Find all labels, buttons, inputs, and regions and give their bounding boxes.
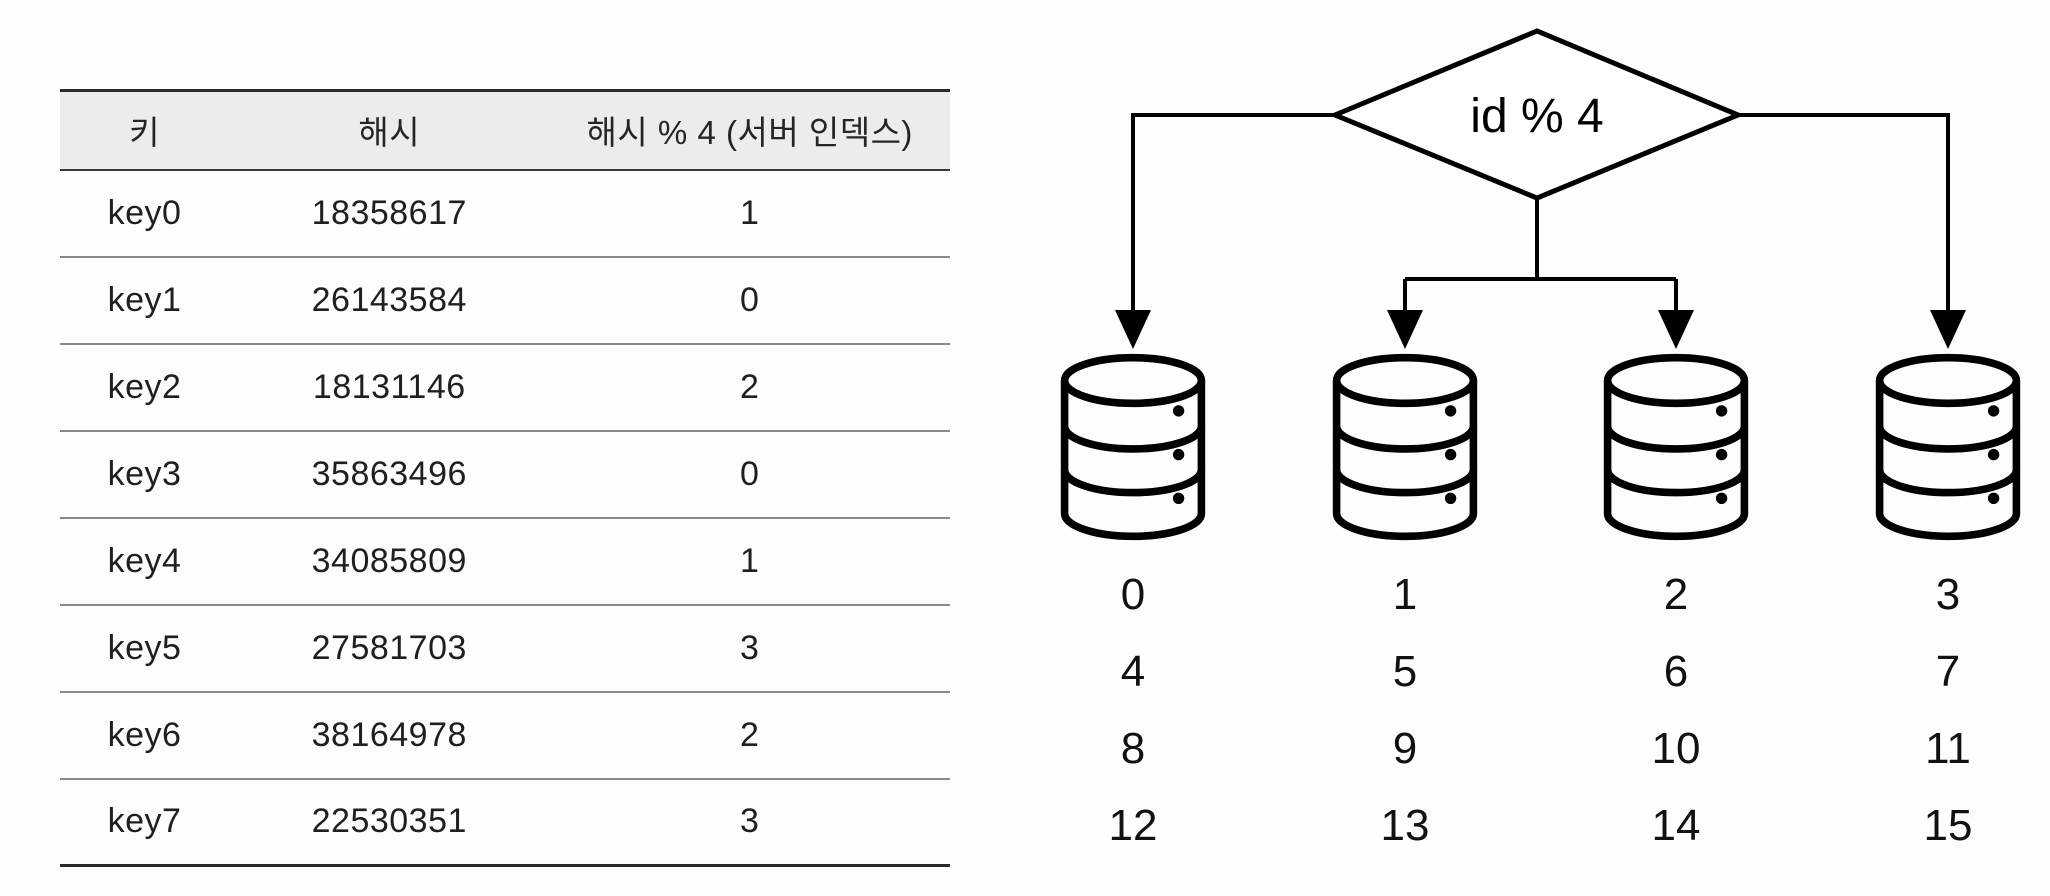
- col-header-hash: 해시: [229, 89, 550, 171]
- hash-cell: 38164978: [229, 691, 550, 780]
- table-row: key2 18131146 2: [60, 343, 950, 432]
- table-row: key6 38164978 2: [60, 691, 950, 780]
- id-value: 5: [1392, 647, 1418, 696]
- arrowhead-icon: [1930, 310, 1966, 349]
- id-value: 10: [1651, 724, 1701, 773]
- key-cell: key3: [60, 430, 230, 519]
- flow-diagram: id % 4: [1020, 28, 2050, 560]
- hash-cell: 35863496: [229, 430, 550, 519]
- database-icon: [1608, 358, 1745, 537]
- hash-cell: 22530351: [229, 778, 550, 867]
- database-icon: [1065, 358, 1202, 537]
- database-icon: [1337, 358, 1474, 537]
- hash-cell: 18131146: [229, 343, 550, 432]
- table-row: key0 18358617 1: [60, 169, 950, 258]
- key-cell: key1: [60, 256, 230, 345]
- arrowhead-icon: [1387, 310, 1423, 349]
- decision-label: id % 4: [1470, 90, 1603, 143]
- database-icon: [1880, 358, 2017, 537]
- server-3-id-list: 3 7 11 15: [1878, 556, 2018, 864]
- server-2-id-list: 2 6 10 14: [1606, 556, 1746, 864]
- table-row: key3 35863496 0: [60, 430, 950, 519]
- key-cell: key0: [60, 169, 230, 258]
- server-index-cell: 0: [549, 430, 950, 519]
- id-value: 14: [1651, 801, 1701, 850]
- server-0-id-list: 0 4 8 12: [1063, 556, 1203, 864]
- id-value: 15: [1923, 801, 1973, 850]
- col-header-server-index: 해시 % 4 (서버 인덱스): [549, 89, 950, 171]
- id-value: 0: [1120, 570, 1146, 619]
- id-value: 13: [1380, 801, 1430, 850]
- hash-cell: 26143584: [229, 256, 550, 345]
- key-cell: key4: [60, 517, 230, 606]
- server-index-cell: 3: [549, 778, 950, 867]
- connector-left: [1131, 113, 1335, 316]
- hash-cell: 27581703: [229, 604, 550, 693]
- server-index-cell: 1: [549, 517, 950, 606]
- server-index-cell: 0: [549, 256, 950, 345]
- key-cell: key2: [60, 343, 230, 432]
- server-index-cell: 2: [549, 691, 950, 780]
- hash-table-section: 키 해시 해시 % 4 (서버 인덱스) key0 18358617 1 key…: [60, 89, 950, 867]
- id-value: 12: [1108, 801, 1158, 850]
- connector-right: [1738, 113, 1950, 316]
- table-header-row: 키 해시 해시 % 4 (서버 인덱스): [60, 89, 950, 171]
- key-cell: key6: [60, 691, 230, 780]
- col-header-key: 키: [60, 89, 230, 171]
- id-value: 2: [1663, 570, 1689, 619]
- id-value: 3: [1935, 570, 1961, 619]
- key-cell: key5: [60, 604, 230, 693]
- id-value: 9: [1392, 724, 1418, 773]
- id-value: 11: [1925, 724, 1971, 773]
- hash-cell: 34085809: [229, 517, 550, 606]
- id-value: 6: [1663, 647, 1689, 696]
- server-index-cell: 3: [549, 604, 950, 693]
- server-index-cell: 2: [549, 343, 950, 432]
- key-cell: key7: [60, 778, 230, 867]
- table-row: key4 34085809 1: [60, 517, 950, 606]
- hash-cell: 18358617: [229, 169, 550, 258]
- id-value: 4: [1120, 647, 1146, 696]
- arrowhead-icon: [1115, 310, 1151, 349]
- table-row: key5 27581703 3: [60, 604, 950, 693]
- server-index-cell: 1: [549, 169, 950, 258]
- id-value: 1: [1392, 570, 1418, 619]
- arrowhead-icon: [1658, 310, 1694, 349]
- id-value: 8: [1120, 724, 1146, 773]
- hash-table: 키 해시 해시 % 4 (서버 인덱스) key0 18358617 1 key…: [60, 89, 950, 867]
- id-value: 7: [1935, 647, 1961, 696]
- decision-diamond: [1328, 28, 1745, 201]
- table-row: key7 22530351 3: [60, 778, 950, 867]
- server-1-id-list: 1 5 9 13: [1335, 556, 1475, 864]
- table-row: key1 26143584 0: [60, 256, 950, 345]
